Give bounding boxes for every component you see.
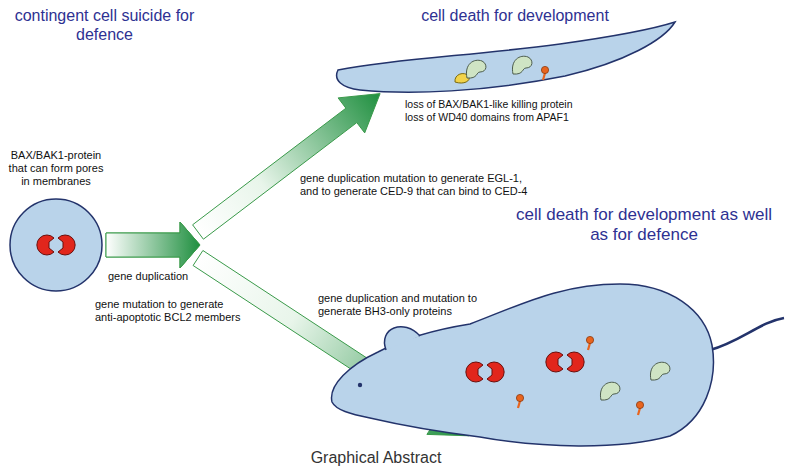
art-path <box>588 343 590 350</box>
caption: Graphical Abstract <box>266 448 486 467</box>
label-text: gene mutation to generate anti-apoptotic… <box>95 298 241 323</box>
art-path <box>337 22 675 92</box>
arrow-note: gene duplication and mutation to generat… <box>318 292 503 318</box>
label-text: loss of WD40 domains from APAF1 <box>405 111 569 123</box>
label-text: gene duplication mutation to generate EG… <box>300 172 527 197</box>
node-heading: BAX/BAK1-protein that can form pores in … <box>6 149 106 189</box>
column-heading: contingent cell suicide for defence <box>12 6 197 44</box>
art-circle <box>586 336 593 343</box>
node-heading: cell death for development <box>395 6 635 25</box>
arrow-note: gene duplication <box>108 270 208 283</box>
art-path <box>385 327 420 350</box>
loss-note: loss of WD40 domains from APAF1 <box>405 111 595 124</box>
mouse-drawing <box>318 200 790 462</box>
art-circle <box>636 401 643 408</box>
art-circle <box>541 66 548 73</box>
label-text: contingent cell suicide for defence <box>15 7 195 43</box>
art-path <box>710 318 784 350</box>
label-text: gene duplication and mutation to generat… <box>318 292 477 317</box>
art-path <box>487 362 504 382</box>
art-path <box>567 352 584 372</box>
arrow-trunk <box>106 222 200 268</box>
art-path <box>650 362 669 380</box>
label-text: gene duplication <box>108 270 188 282</box>
art-path <box>638 408 640 415</box>
node-heading: cell death for development as well as fo… <box>505 205 783 246</box>
art-circle <box>10 199 102 291</box>
label-text: loss of BAX/BAK1-like killing protein <box>405 98 573 110</box>
art-path <box>518 401 520 408</box>
cell: BAX/BAK1-protein that can form pores in … <box>6 149 106 294</box>
art-path <box>466 362 483 382</box>
art-path <box>600 382 619 400</box>
art-path <box>512 56 531 74</box>
arrow-branch <box>193 94 381 240</box>
arrow-note: gene mutation to generate anti-apoptotic… <box>95 298 245 324</box>
art-path <box>58 235 75 255</box>
mouse-organism: cell death for development as well as fo… <box>318 200 790 462</box>
art-path <box>466 60 485 78</box>
art-path <box>37 235 54 255</box>
loss-note: loss of BAX/BAK1-like killing protein <box>405 98 595 111</box>
arrow-note: gene duplication mutation to generate EG… <box>300 172 528 198</box>
art-path <box>543 73 545 80</box>
arrow-trunk <box>106 222 200 268</box>
art-circle <box>358 383 362 387</box>
art-path <box>546 352 563 372</box>
art-circle <box>516 394 523 401</box>
